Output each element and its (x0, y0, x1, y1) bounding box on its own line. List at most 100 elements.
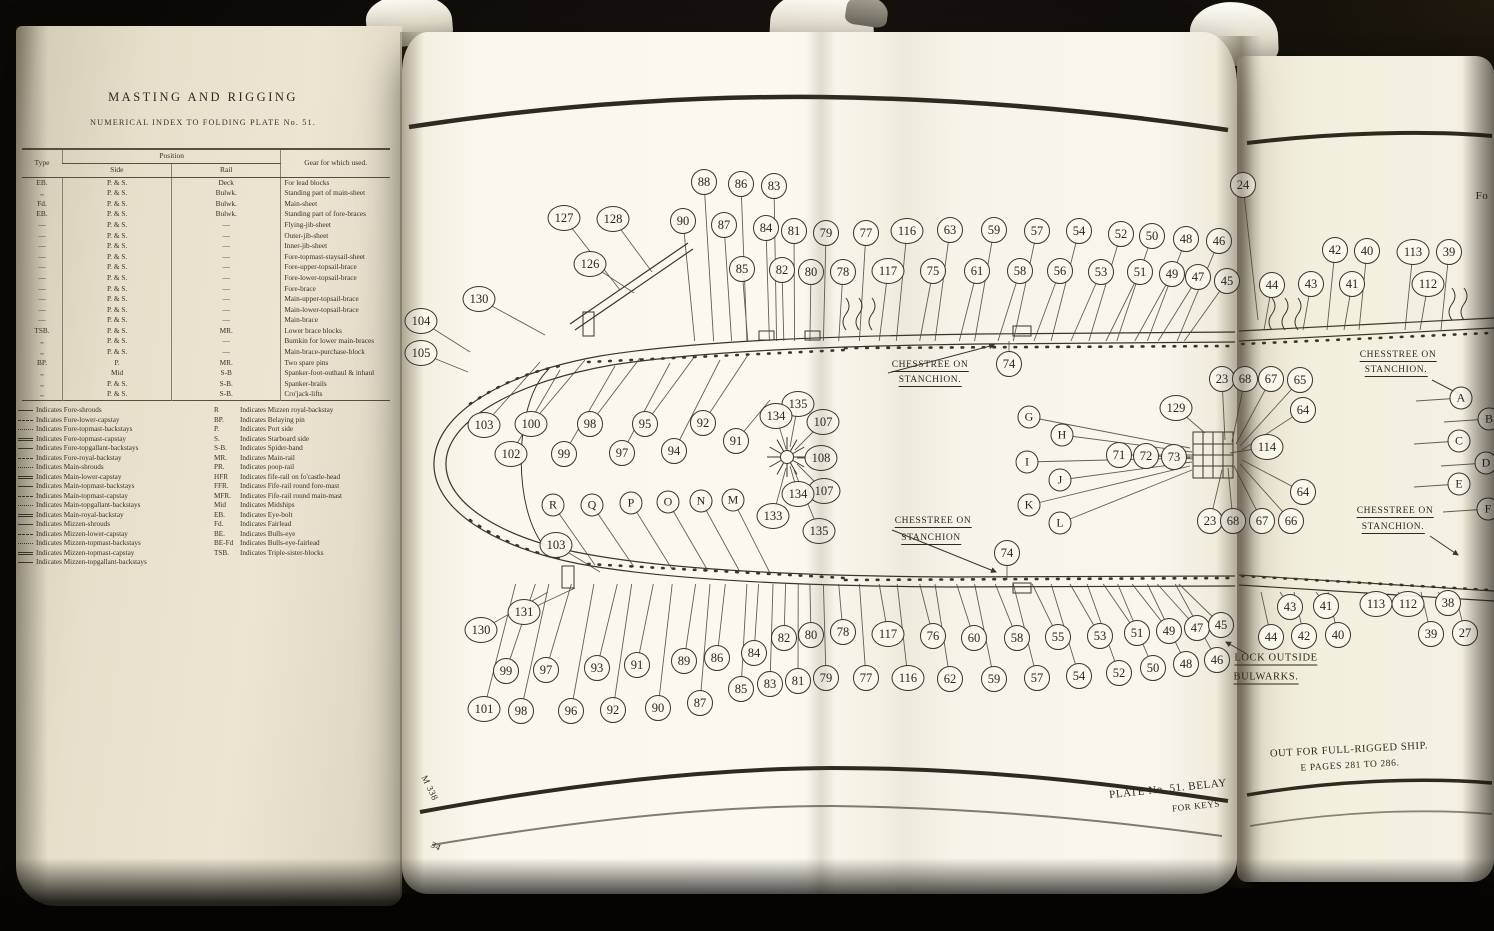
table-row: ,,P. & S.S-B.Spanker-brails (22, 378, 390, 390)
callout-mid-99: 99 (551, 441, 577, 467)
table-cell: P. & S. (61, 230, 172, 242)
callout-bottom-98: 98 (508, 698, 534, 724)
callout-top-58: 58 (1007, 258, 1033, 284)
table-cell: — (171, 241, 281, 252)
legend-item: S-B.Indicates Spider-band (214, 444, 398, 454)
legend-item: Indicates Mizzen-topmast-backstays (18, 539, 214, 549)
legend-abbrev: R (214, 406, 219, 414)
callout-top-46: 46 (1206, 228, 1232, 254)
table-cell: P. & S. (61, 283, 172, 295)
chesstree-bottom-label-2: STANCHION (901, 533, 961, 545)
callout-bottom-83: 83 (757, 671, 783, 697)
legend-item: Indicates Mizzen-topmast-capstay (18, 549, 214, 559)
callout-bottom-58: 58 (1004, 625, 1030, 651)
table-cell: — (171, 230, 281, 242)
callout-bottom-97: 97 (533, 657, 559, 683)
legend-item: Indicates Fore-royal-backstay (18, 454, 214, 464)
table-row: EB.P. & S.Bulwk.Standing part of fore-br… (22, 209, 390, 221)
chesstree-right-bottom-label-1: CHESSTREE ON (1356, 506, 1434, 518)
table-cell: Two spare pins (280, 357, 390, 369)
legend-abbrev: P. (214, 425, 219, 433)
legend-text: Indicates Mizzen-topgallant-backstays (36, 558, 147, 566)
callout-bottom-86: 86 (704, 645, 730, 671)
callout-bottom-54: 54 (1066, 663, 1092, 689)
callout-top-126: 126 (573, 251, 607, 277)
table-cell: Mid (61, 368, 172, 379)
table-cell: S-B (171, 368, 281, 379)
callout-top-130: 130 (462, 286, 496, 312)
table-cell: — (38, 251, 46, 261)
callout-top-83: 83 (761, 173, 787, 199)
table-row: TSB.P. & S.MR.Lower brace blocks (22, 325, 390, 337)
callout-right_top-113: 113 (1396, 239, 1430, 265)
callout-top-56: 56 (1047, 258, 1073, 284)
callout-top-57: 57 (1024, 218, 1050, 244)
table-row: —P. & S.—Fore-lower-topsail-brace (22, 272, 390, 284)
line-style-symbol (18, 475, 33, 479)
right-page (1237, 56, 1494, 882)
legend-text: Indicates poop-rail (240, 463, 295, 471)
table-cell: For lead blocks (280, 177, 390, 189)
line-style-symbol (18, 524, 33, 526)
callout-bottom-90: 90 (645, 695, 671, 721)
callout-top-45: 45 (1214, 268, 1240, 294)
legend-text: Indicates fife-rail on fo'castle-head (240, 472, 341, 481)
col-type: Type (22, 149, 63, 178)
callout-top-59: 59 (981, 217, 1007, 243)
callout-right_top-44: 44 (1259, 272, 1285, 298)
callout-top-88: 88 (691, 169, 717, 195)
legend-abbrev: Fd. (214, 520, 224, 528)
table-cell: — (38, 220, 46, 230)
table-cell: — (171, 336, 281, 347)
line-style-symbol (18, 505, 33, 507)
callout-mid-100: 100 (514, 411, 548, 437)
callout-top-61: 61 (964, 258, 990, 284)
table-cell: — (38, 283, 46, 293)
table-cell: — (171, 220, 281, 231)
table-cell: Bulwk. (171, 209, 281, 221)
callout-top-105: 105 (404, 340, 438, 366)
callout-right_mid-64: 64 (1290, 479, 1316, 505)
callout-right_mid-68: 68 (1220, 508, 1246, 534)
callout-top-47: 47 (1185, 264, 1211, 290)
legend-text: Indicates Eye-bolt (240, 510, 293, 519)
legend-item: Indicates Mizzen-lower-capstay (18, 530, 214, 540)
callout-bottom-80: 80 (798, 622, 824, 648)
table-cell: P. & S. (61, 198, 172, 210)
legend-text: Indicates Fife-rail round fore-mast (240, 482, 340, 490)
legend-item: S. Indicates Starboard side (214, 435, 398, 445)
callout-mid-102: 102 (494, 441, 528, 467)
legend-abbrev: PR. (214, 463, 225, 471)
callout-top-77: 77 (853, 220, 879, 246)
legend-abbrev: S. (214, 434, 220, 443)
callout-right_bottom-113: 113 (1359, 591, 1393, 617)
table-cell: — (38, 272, 46, 282)
callout-bottom-50: 50 (1140, 655, 1166, 681)
legend-item: Indicates Fore-topmast-backstays (18, 425, 214, 435)
legend-text: Indicates Main-shrouds (36, 463, 104, 471)
legend-text: Indicates Starboard side (240, 434, 310, 443)
table-cell: Spanker-brails (280, 378, 390, 390)
callout-bottom-84: 84 (741, 640, 767, 666)
legend-item: Indicates Fore-topmast-capstay (18, 435, 214, 445)
table-cell: ,, (40, 336, 44, 346)
label-arrows (887, 343, 1462, 655)
table-cell: P. & S. (61, 304, 172, 316)
callout-top-87: 87 (711, 212, 737, 238)
table-cell: S-B. (171, 389, 281, 401)
table-cell: TSB. (34, 325, 50, 335)
callout-right_mid-67: 67 (1258, 366, 1284, 392)
chesstree-top-label-1: CHESSTREE ON (891, 360, 969, 372)
belaying-pin-rows (468, 331, 1492, 592)
table-row: BP.P.MR.Two spare pins (22, 357, 390, 369)
callout-bottom-79: 79 (813, 665, 839, 691)
left-page: MASTING AND RIGGING NUMERICAL INDEX TO F… (16, 26, 402, 906)
callout-top-78: 78 (830, 259, 856, 285)
table-row: —P. & S.—Main-lower-topsail-brace (22, 304, 390, 316)
legend-abbrev: HFR (214, 472, 228, 481)
table-cell: P. & S. (61, 294, 172, 305)
callout-top-52: 52 (1108, 221, 1134, 247)
